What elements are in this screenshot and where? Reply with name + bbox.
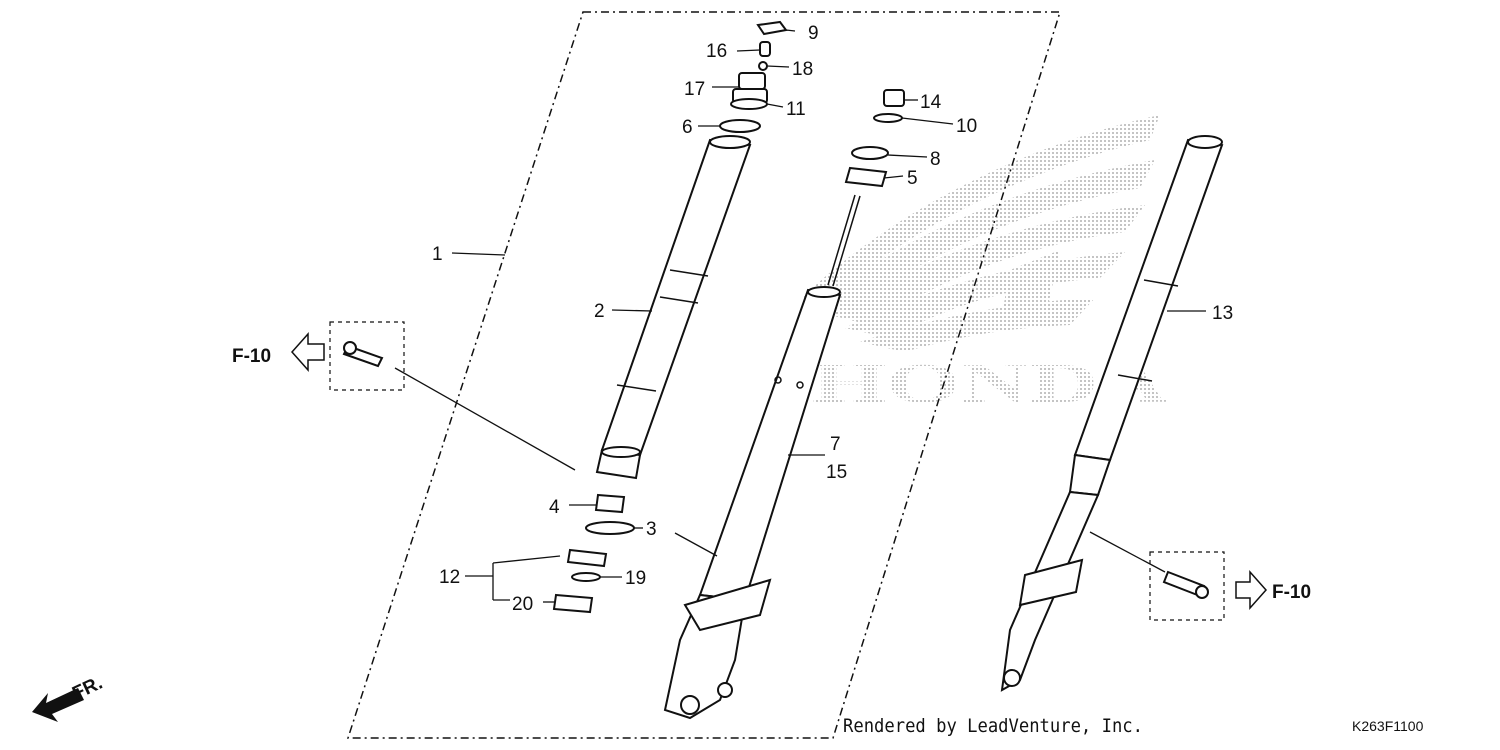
front-direction-arrow: [32, 688, 84, 722]
assembly-outline: [346, 11, 1062, 739]
leader-lines: [451, 29, 1206, 603]
fork-tube: [595, 135, 752, 480]
callout-19: 19: [625, 568, 646, 589]
callout-11: 11: [786, 99, 806, 120]
ref-label-right[interactable]: F-10: [1272, 582, 1311, 603]
callout-4: 4: [549, 497, 560, 518]
right-fork-assembly: [1000, 135, 1224, 692]
callout-3: 3: [646, 519, 657, 540]
callout-16: 16: [706, 41, 727, 62]
arrow-right-icon[interactable]: [1235, 570, 1268, 610]
callout-20: 20: [512, 594, 533, 615]
ref-label-left[interactable]: F-10: [232, 346, 271, 367]
seal-stack: [552, 493, 635, 614]
fork-slider: [663, 286, 842, 720]
bolt-box-left: [329, 321, 576, 471]
callout-15: 15: [826, 462, 847, 483]
callout-7: 7: [830, 434, 841, 455]
callout-2: 2: [594, 301, 605, 322]
callout-labels: 9 16 18 17 11 6 1 2 14 10 8 5 7 15 13 4 …: [432, 23, 1233, 615]
callout-14: 14: [920, 92, 942, 113]
callout-12: 12: [439, 567, 460, 588]
callout-9: 9: [808, 23, 819, 44]
callout-8: 8: [930, 149, 941, 170]
callout-5: 5: [907, 168, 918, 189]
credit-text: Rendered by LeadVenture, Inc.: [843, 715, 1143, 737]
diagram-code: K263F1100: [1352, 718, 1424, 734]
bolt-box-right: [1089, 531, 1225, 621]
callout-13: 13: [1212, 303, 1233, 324]
callout-6: 6: [682, 117, 693, 138]
callout-17: 17: [684, 79, 705, 100]
callout-18: 18: [792, 59, 813, 80]
callout-1: 1: [432, 244, 443, 265]
arrow-left-icon[interactable]: [290, 332, 325, 372]
callout-10: 10: [956, 116, 977, 137]
small-parts-stack: [719, 20, 788, 133]
damper-parts: [827, 89, 905, 287]
